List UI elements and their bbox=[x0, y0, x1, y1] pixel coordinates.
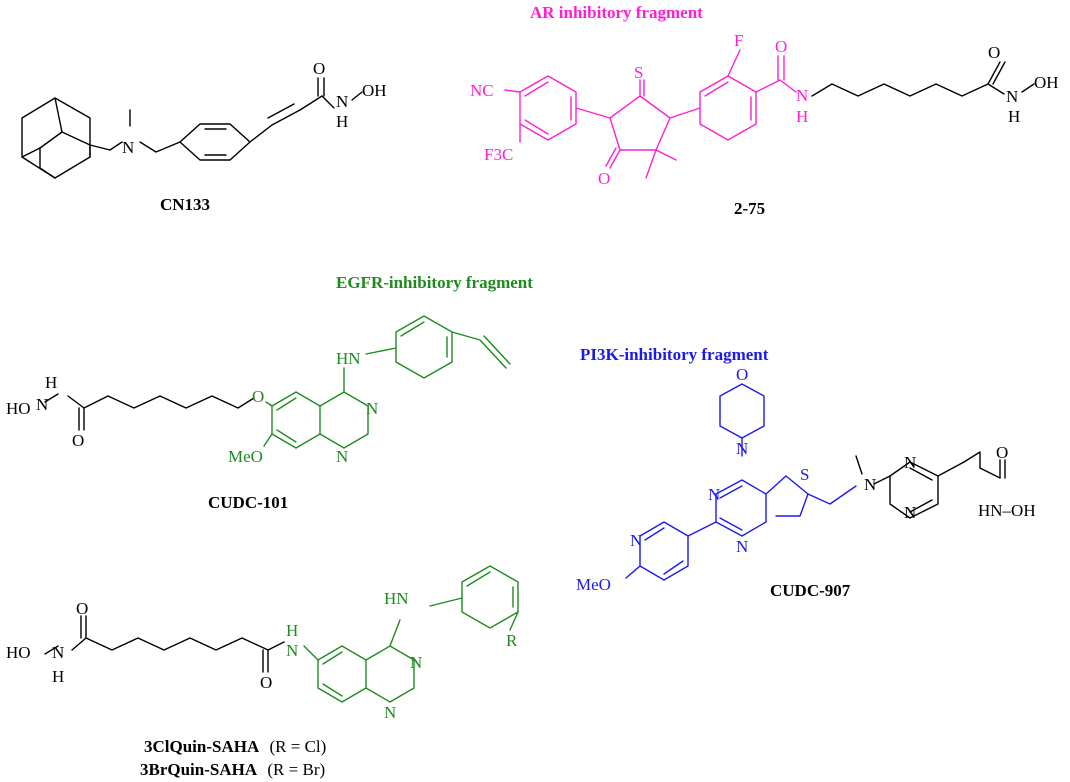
cn133-o-atom: O bbox=[313, 59, 325, 78]
cudc907-pyr-n1: N bbox=[708, 485, 720, 504]
cudc101-hn-atom: HN bbox=[336, 349, 361, 368]
cn133-h-atom: H bbox=[336, 112, 348, 131]
pi3k-fragment-title: PI3K-inhibitory fragment bbox=[580, 345, 769, 364]
cudc101-structure: EGFR-inhibitory fragment H N HO O O MeO … bbox=[6, 273, 533, 512]
cn133-structure: N O N OH H CN133 bbox=[21, 59, 387, 214]
cudc907-structure: PI3K-inhibitory fragment O N N N S N MeO bbox=[576, 345, 1036, 600]
saha-ho-atom: HO bbox=[6, 643, 31, 662]
cudc907-s-atom: S bbox=[800, 465, 809, 484]
saha-hn-atom: HN bbox=[384, 589, 409, 608]
c275-terminal-o-atom: O bbox=[988, 43, 1000, 62]
c275-s-atom: S bbox=[634, 63, 643, 82]
cn133-n-atom-2: N bbox=[336, 92, 348, 111]
c275-n-atom: N bbox=[796, 86, 808, 105]
cudc907-pym-n1: N bbox=[904, 453, 916, 472]
ar-fragment-title: AR inhibitory fragment bbox=[530, 3, 703, 22]
c275-h-atom: H bbox=[796, 107, 808, 126]
c275-amide-o-atom: O bbox=[775, 37, 787, 56]
saha-o-atom-2: O bbox=[260, 673, 272, 692]
br-compound-subtitle: (R = Br) bbox=[267, 760, 325, 779]
compound-label-cn133: CN133 bbox=[160, 195, 210, 214]
c275-terminal-n-atom: N bbox=[1006, 87, 1018, 106]
cudc907-morph-o-atom: O bbox=[736, 365, 748, 384]
cudc101-ho-atom: HO bbox=[6, 399, 31, 418]
cl-compound-subtitle: (R = Cl) bbox=[270, 737, 327, 756]
saha-ring-n2: N bbox=[384, 703, 396, 722]
cudc907-meo-atom: MeO bbox=[576, 575, 611, 594]
c275-terminal-h-atom: H bbox=[1008, 107, 1020, 126]
cudc101-meo-atom: MeO bbox=[228, 447, 263, 466]
cudc907-amine-n: N bbox=[864, 475, 876, 494]
cudc907-pyr-n2: N bbox=[736, 537, 748, 556]
cudc101-h-atom: H bbox=[45, 373, 57, 392]
cudc101-o-atom: O bbox=[72, 431, 84, 450]
cudc101-ring-n2: N bbox=[336, 447, 348, 466]
cudc907-pym-n2: N bbox=[904, 503, 916, 522]
c275-nc-atom: NC bbox=[470, 81, 494, 100]
cl-compound-name: 3ClQuin-SAHA bbox=[144, 737, 260, 756]
cn133-oh-atom: OH bbox=[362, 81, 387, 100]
cudc101-n-atom: N bbox=[36, 395, 48, 414]
cn133-n-atom: N bbox=[122, 138, 134, 157]
c275-oh-atom: OH bbox=[1034, 73, 1059, 92]
c275-f-atom: F bbox=[734, 31, 743, 50]
compound-label-3clquin-saha: 3ClQuin-SAHA (R = Cl) bbox=[144, 737, 326, 756]
saha-r-group: R bbox=[506, 631, 518, 650]
compound-label-cudc-907: CUDC-907 bbox=[770, 581, 851, 600]
egfr-fragment-title: EGFR-inhibitory fragment bbox=[336, 273, 533, 292]
cudc907-carbonyl-o: O bbox=[996, 443, 1008, 462]
c275-o-atom: O bbox=[598, 169, 610, 188]
cudc101-ether-o-atom: O bbox=[252, 387, 264, 406]
cudc101-ring-n1: N bbox=[366, 399, 378, 418]
quin-saha-structure: HO N H O O H N HN N N R 3ClQuin-SAHA (R … bbox=[6, 565, 519, 779]
cudc907-pyridine-n: N bbox=[630, 531, 642, 550]
saha-nh-n: N bbox=[286, 641, 298, 660]
saha-ring-n1: N bbox=[410, 653, 422, 672]
cudc907-hn-oh: HN–OH bbox=[978, 501, 1036, 520]
saha-n-atom: N bbox=[52, 643, 64, 662]
compound-label-2-75: 2-75 bbox=[734, 199, 765, 218]
cudc907-morph-n-atom: N bbox=[736, 439, 748, 458]
saha-o-atom: O bbox=[76, 599, 88, 618]
saha-h-atom: H bbox=[52, 667, 64, 686]
saha-nh-h: H bbox=[286, 621, 298, 640]
compound-label-cudc-101: CUDC-101 bbox=[208, 493, 288, 512]
br-compound-name: 3BrQuin-SAHA bbox=[140, 760, 258, 779]
c275-structure: AR inhibitory fragment S O NC F3C bbox=[470, 3, 1059, 218]
c275-f3c-atom: F3C bbox=[484, 145, 513, 164]
compound-label-3brquin-saha: 3BrQuin-SAHA (R = Br) bbox=[140, 760, 325, 779]
